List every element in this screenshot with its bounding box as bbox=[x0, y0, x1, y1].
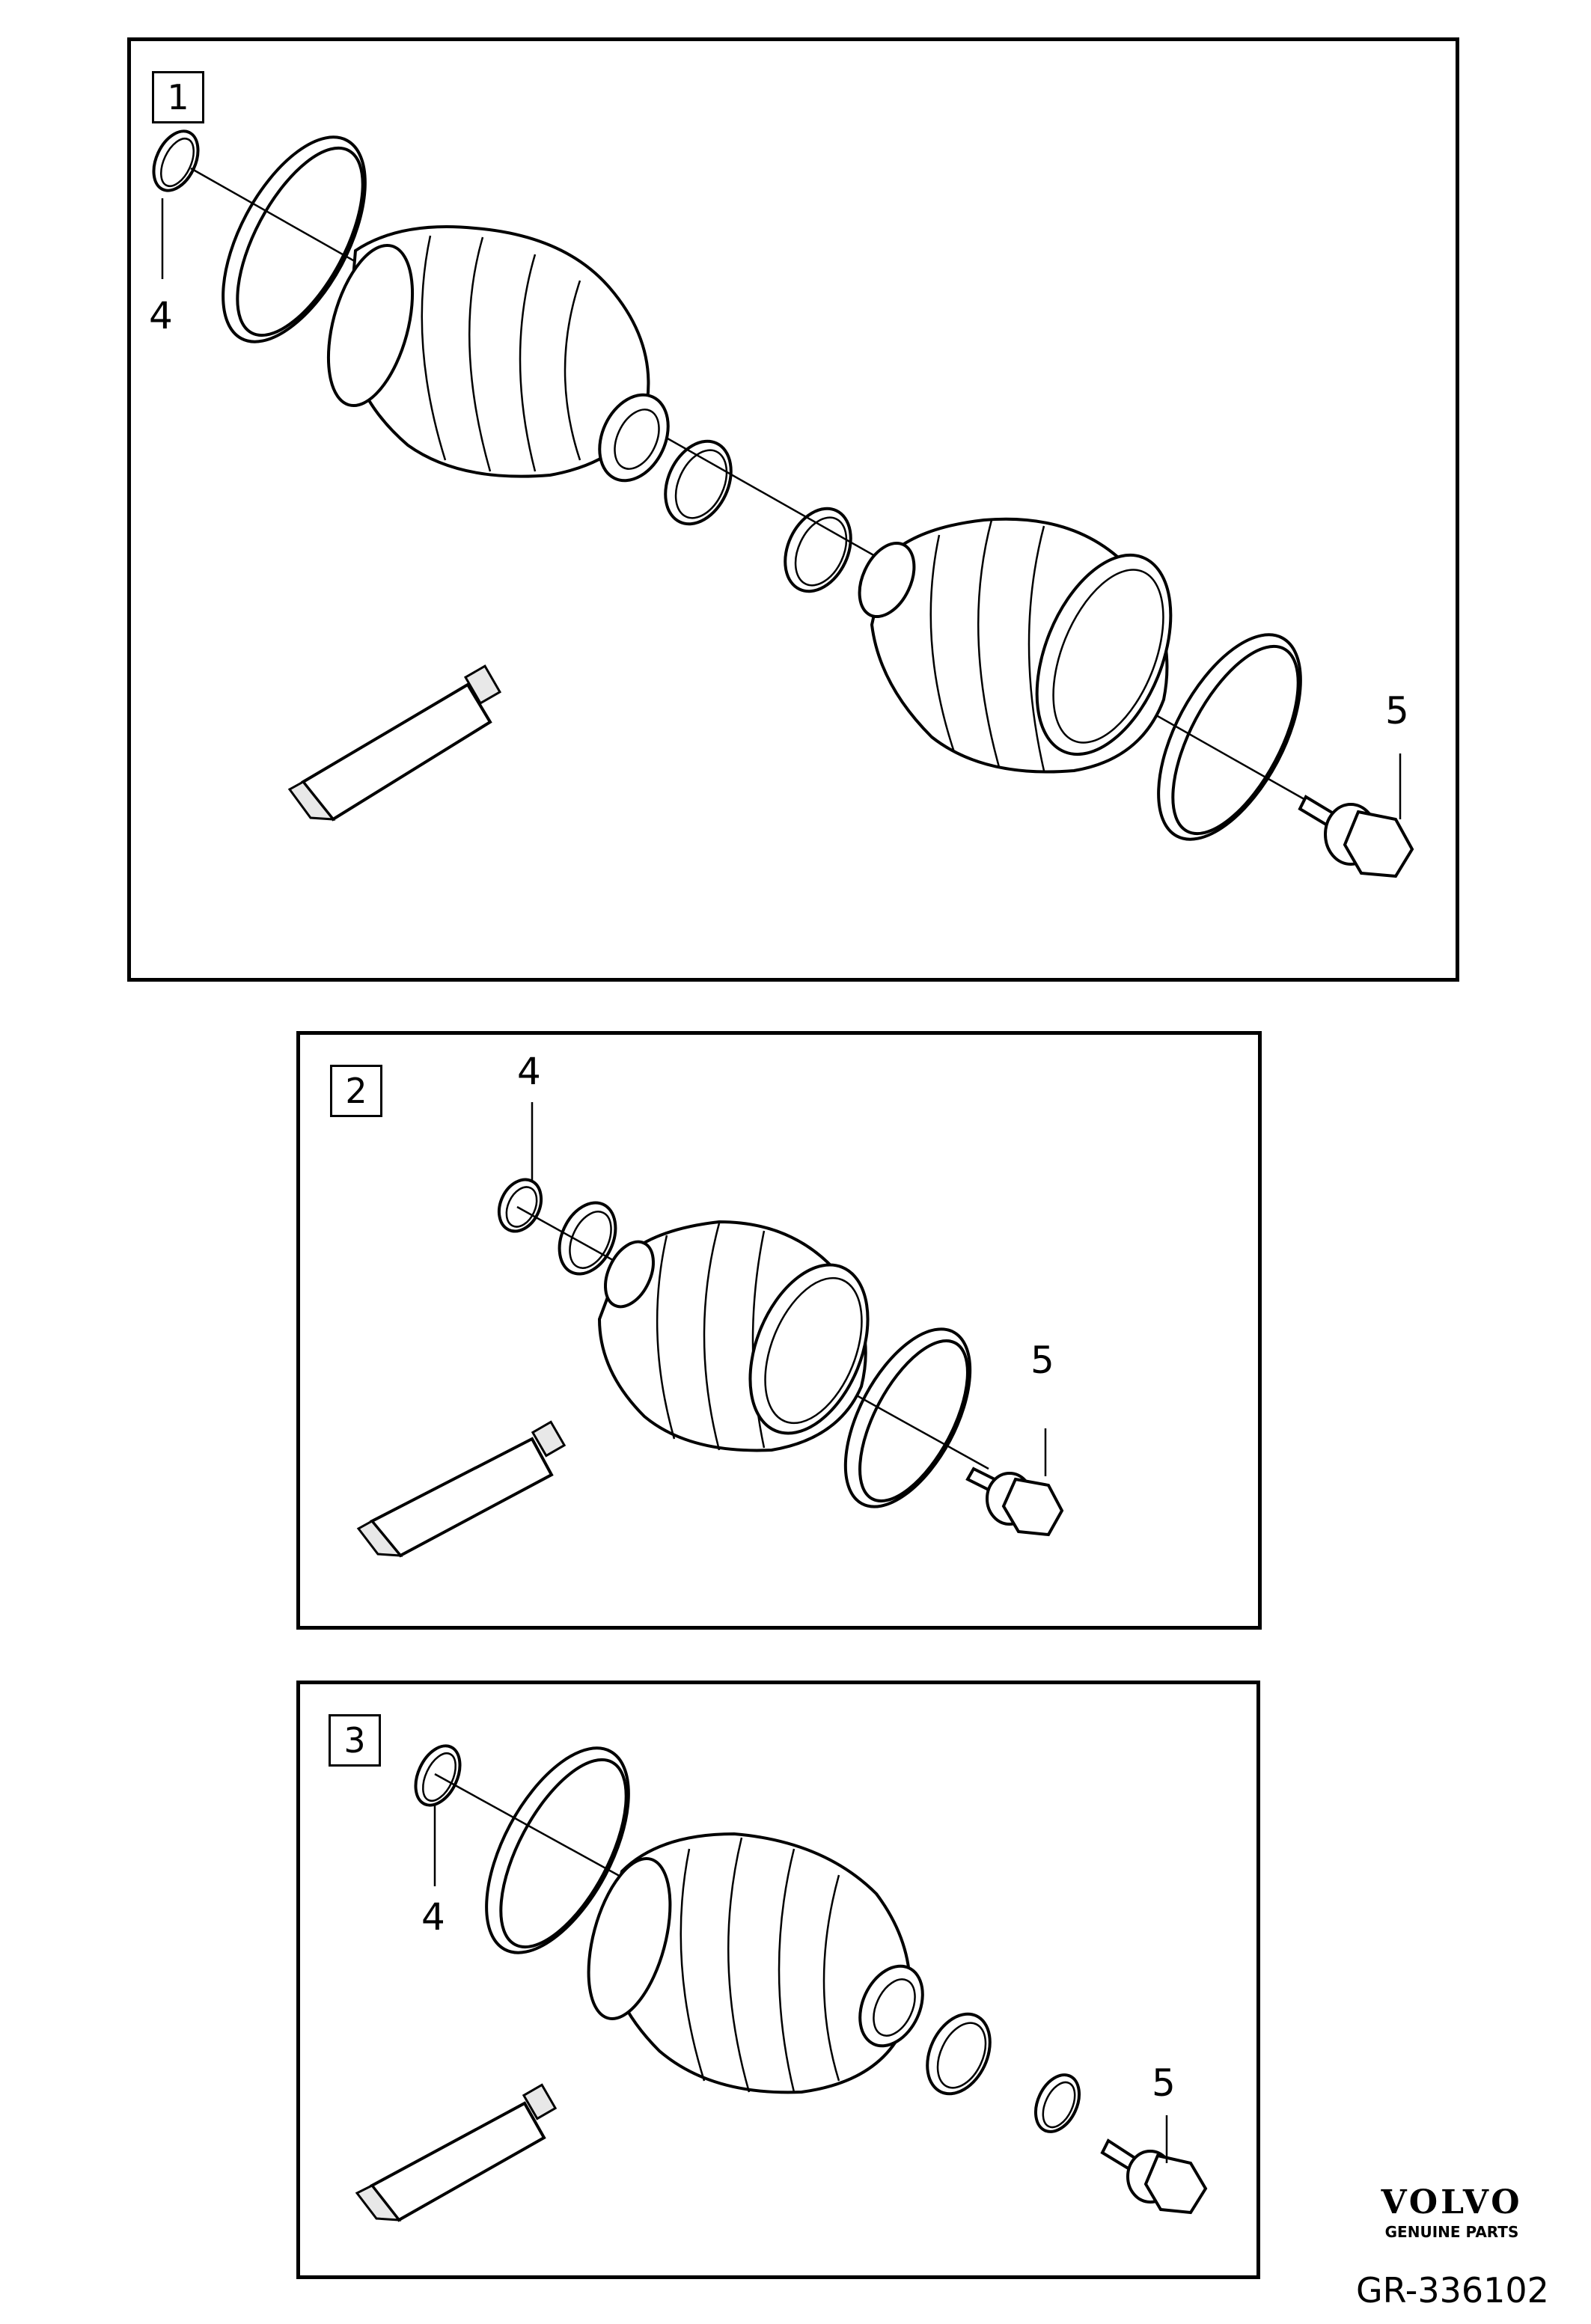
kit-panel-1: 1 4 5 bbox=[127, 37, 1459, 982]
flange-bolt-icon bbox=[965, 1467, 1064, 1537]
kit-panel-3: 3 4 5 bbox=[296, 1681, 1260, 2279]
cv-boot-icon bbox=[587, 1832, 924, 2094]
panel-3-drawing bbox=[355, 1744, 1208, 2222]
grease-tube-icon bbox=[356, 1420, 567, 1558]
panel-1-drawing bbox=[152, 129, 1414, 878]
brand-name: VOLVO bbox=[1381, 2183, 1523, 2221]
cv-boot-icon bbox=[597, 1220, 870, 1452]
kit-panel-2: 2 4 5 bbox=[296, 1031, 1262, 1630]
panel-number-2: 2 bbox=[330, 1065, 382, 1117]
flange-bolt-icon bbox=[1298, 795, 1414, 878]
clamp-band-icon bbox=[664, 439, 733, 526]
clamp-band-icon bbox=[222, 135, 367, 343]
callout-4: 4 bbox=[517, 1050, 541, 1093]
flange-bolt-icon bbox=[1100, 2138, 1208, 2215]
cv-boot-icon bbox=[326, 225, 670, 483]
panel-2-drawing bbox=[356, 1102, 1064, 1558]
callout-4: 4 bbox=[149, 294, 173, 337]
clamp-band-icon bbox=[926, 2012, 992, 2096]
clamp-band-icon bbox=[558, 1201, 617, 1276]
cv-boot-icon bbox=[858, 517, 1173, 774]
volvo-genuine-parts-logo: VOLVO GENUINE PARTS bbox=[1355, 2183, 1549, 2241]
clamp-band-icon bbox=[843, 1327, 972, 1508]
callout-5: 5 bbox=[1385, 689, 1409, 733]
grease-tube-icon bbox=[355, 2083, 558, 2222]
clamp-band-icon bbox=[784, 507, 852, 593]
grease-tube-icon bbox=[287, 664, 502, 822]
clamp-band-icon bbox=[1157, 633, 1302, 841]
snap-ring-icon bbox=[414, 1744, 462, 1807]
brand-tagline: GENUINE PARTS bbox=[1384, 2223, 1519, 2241]
panel-number-3: 3 bbox=[329, 1714, 381, 1767]
callout-4: 4 bbox=[421, 1895, 445, 1939]
clamp-band-icon bbox=[485, 1746, 630, 1954]
diagram-code: GR-336102 bbox=[1356, 2270, 1549, 2311]
callout-5: 5 bbox=[1030, 1339, 1054, 1382]
callout-5: 5 bbox=[1152, 2061, 1176, 2105]
panel-number-1: 1 bbox=[152, 71, 204, 123]
snap-ring-icon bbox=[1033, 2073, 1081, 2133]
snap-ring-icon bbox=[497, 1178, 543, 1233]
snap-ring-icon bbox=[152, 129, 200, 192]
